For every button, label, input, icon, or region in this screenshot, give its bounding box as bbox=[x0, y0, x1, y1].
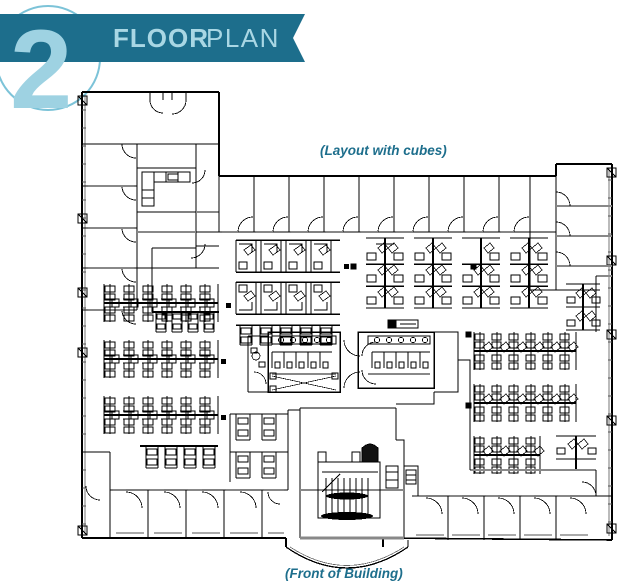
plan-markers bbox=[221, 264, 349, 420]
west-window-mullions bbox=[82, 109, 86, 525]
lobby-stair bbox=[285, 407, 409, 569]
header-title-light: PLAN bbox=[206, 23, 280, 53]
northwest-offices bbox=[82, 143, 219, 325]
west-cube-farm-2 bbox=[103, 340, 219, 378]
nw-wing-walls bbox=[137, 144, 219, 269]
north-corridor-offices bbox=[218, 176, 556, 234]
break-room bbox=[136, 167, 197, 213]
front-of-building-note: (Front of Building) bbox=[285, 566, 403, 581]
core-corridor bbox=[396, 331, 471, 405]
northeast-small-pod bbox=[566, 283, 601, 331]
northeast-offices bbox=[529, 176, 612, 291]
east-partitions bbox=[469, 400, 596, 472]
nw-small-cubes bbox=[152, 311, 219, 333]
plan-geometry bbox=[77, 91, 617, 569]
west-cube-farm-1 bbox=[103, 284, 219, 322]
exit-door-markers bbox=[77, 95, 617, 536]
header-banner bbox=[0, 14, 305, 62]
east-window-mullions bbox=[608, 179, 612, 523]
center-cube-rows bbox=[235, 239, 340, 346]
south-offices-right bbox=[404, 465, 612, 540]
nw-conference-room bbox=[151, 245, 219, 312]
restroom-right bbox=[357, 319, 435, 389]
west-small-cube-row bbox=[140, 445, 218, 469]
header-title-bold: FLOOR bbox=[113, 23, 209, 53]
restroom-left bbox=[247, 331, 361, 393]
header-number: 2 bbox=[10, 7, 72, 132]
east-side-walls bbox=[581, 274, 612, 497]
nw-north-doors bbox=[149, 92, 187, 115]
center-bottom-cubes bbox=[229, 409, 300, 505]
exterior-walls bbox=[81, 91, 613, 547]
center-pods bbox=[350, 237, 548, 309]
south-offices-left bbox=[81, 451, 286, 538]
layout-note: (Layout with cubes) bbox=[320, 143, 447, 158]
west-cube-farm-3 bbox=[103, 396, 219, 434]
east-cube-rows bbox=[465, 331, 597, 474]
